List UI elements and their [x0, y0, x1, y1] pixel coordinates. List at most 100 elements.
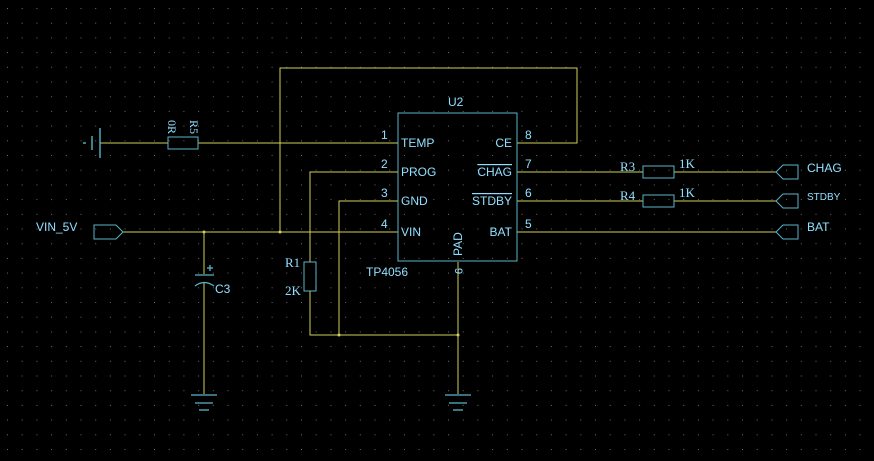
grid-dot: [315, 125, 317, 127]
grid-dot: [212, 81, 214, 83]
ground-symbol-pad[interactable]: [445, 394, 471, 411]
capacitor-c3[interactable]: [194, 265, 215, 287]
grid-dot: [844, 199, 846, 201]
grid-dot: [418, 199, 420, 201]
port-vin[interactable]: VIN_5V: [36, 220, 124, 240]
grid-dot: [521, 434, 523, 436]
grid-dot: [580, 360, 582, 362]
grid-dot: [168, 331, 170, 333]
grid-dot: [139, 184, 141, 186]
wire-r1-bottom[interactable]: [309, 291, 458, 336]
grid-dot: [565, 96, 567, 98]
grid-dot: [756, 360, 758, 362]
wire-ce-loop[interactable]: [279, 67, 578, 232]
grid-dot: [580, 272, 582, 274]
r3-body[interactable]: [642, 165, 675, 179]
port-chag[interactable]: CHAG: [775, 161, 842, 180]
grid-dot: [712, 155, 714, 156]
grid-dot: [580, 287, 582, 289]
chip-u2[interactable]: U2 TP4056 1 TEMP 2 PROG 3 GND 4 VIN 8 CE…: [366, 95, 532, 279]
resistor-r4[interactable]: R4 1K: [620, 185, 696, 208]
grid-dot: [595, 125, 596, 127]
grid-dot: [256, 228, 258, 230]
grid-dot: [242, 228, 244, 230]
grid-dot: [271, 184, 273, 186]
stdby-port-shape[interactable]: [775, 193, 799, 209]
grid-dot: [109, 140, 111, 142]
grid-dot: [565, 449, 567, 450]
pin-2-number: 2: [381, 157, 388, 171]
grid-dot: [712, 375, 714, 377]
grid-dot: [389, 52, 391, 54]
grid-dot: [536, 316, 538, 318]
grid-dot: [7, 110, 8, 112]
grid-dot: [374, 360, 376, 362]
resistor-r3[interactable]: R3 1K: [620, 156, 696, 179]
bat-port-shape[interactable]: [775, 224, 799, 240]
ground-symbol-c3[interactable]: [191, 394, 217, 411]
grid-dot: [565, 302, 567, 303]
vin-port-shape[interactable]: [93, 224, 124, 240]
chip-body[interactable]: [397, 112, 518, 262]
grid-dot: [80, 404, 82, 406]
grid-dot: [389, 419, 391, 421]
grid-dot: [580, 316, 582, 318]
grid-dot: [771, 434, 773, 436]
grid-dot: [198, 199, 200, 201]
grid-dot: [800, 375, 802, 377]
grid-dot: [433, 404, 435, 406]
grid-dot: [198, 81, 200, 83]
grid-dot: [697, 169, 699, 171]
grid-dot: [521, 287, 523, 289]
grid-dot: [800, 22, 802, 24]
grid-dot: [859, 390, 861, 392]
grid-dot: [345, 375, 347, 377]
grid-dot: [536, 434, 538, 436]
grid-dot: [786, 169, 788, 171]
grid-dot: [609, 155, 611, 156]
grid-dot: [374, 155, 376, 156]
resistor-r5[interactable]: 0R R5: [165, 120, 201, 150]
resistor-r1[interactable]: R1 2K: [285, 255, 317, 298]
grid-dot: [154, 287, 155, 289]
grid-dot: [756, 184, 758, 186]
grid-dot: [477, 66, 479, 68]
battery-symbol[interactable]: [83, 128, 101, 158]
grid-dot: [359, 390, 361, 392]
port-stdby[interactable]: STDBY: [775, 192, 841, 209]
grid-dot: [301, 140, 302, 142]
grid-dot: [609, 169, 611, 171]
wire-gnd[interactable]: [338, 200, 398, 335]
grid-dot: [168, 96, 170, 98]
grid-dot: [595, 375, 596, 377]
grid-dot: [418, 169, 420, 171]
grid-dot: [21, 316, 23, 318]
r5-body[interactable]: [167, 136, 199, 150]
r1-body[interactable]: [303, 261, 317, 292]
grid-dot: [742, 140, 743, 142]
grid-dot: [198, 272, 200, 274]
grid-dot: [242, 390, 244, 392]
grid-dot: [565, 52, 567, 54]
grid-dot: [448, 52, 449, 54]
grid-dot: [844, 302, 846, 303]
grid-dot: [374, 66, 376, 68]
port-bat[interactable]: BAT: [775, 220, 830, 240]
grid-dot: [301, 331, 302, 333]
grid-dot: [595, 390, 596, 392]
grid-dot: [433, 169, 435, 171]
grid-dot: [653, 169, 655, 171]
grid-dot: [80, 213, 82, 215]
grid-dot: [697, 287, 699, 289]
grid-dot: [418, 66, 420, 68]
grid-dot: [492, 434, 494, 436]
grid-dot: [242, 375, 244, 377]
grid-dot: [301, 37, 302, 39]
chag-port-shape[interactable]: [775, 164, 799, 180]
grid-dot: [624, 257, 626, 259]
grid-dot: [95, 257, 97, 259]
r4-body[interactable]: [642, 194, 675, 208]
grid-dot: [448, 346, 449, 348]
grid-dot: [315, 66, 317, 68]
grid-dot: [609, 375, 611, 377]
